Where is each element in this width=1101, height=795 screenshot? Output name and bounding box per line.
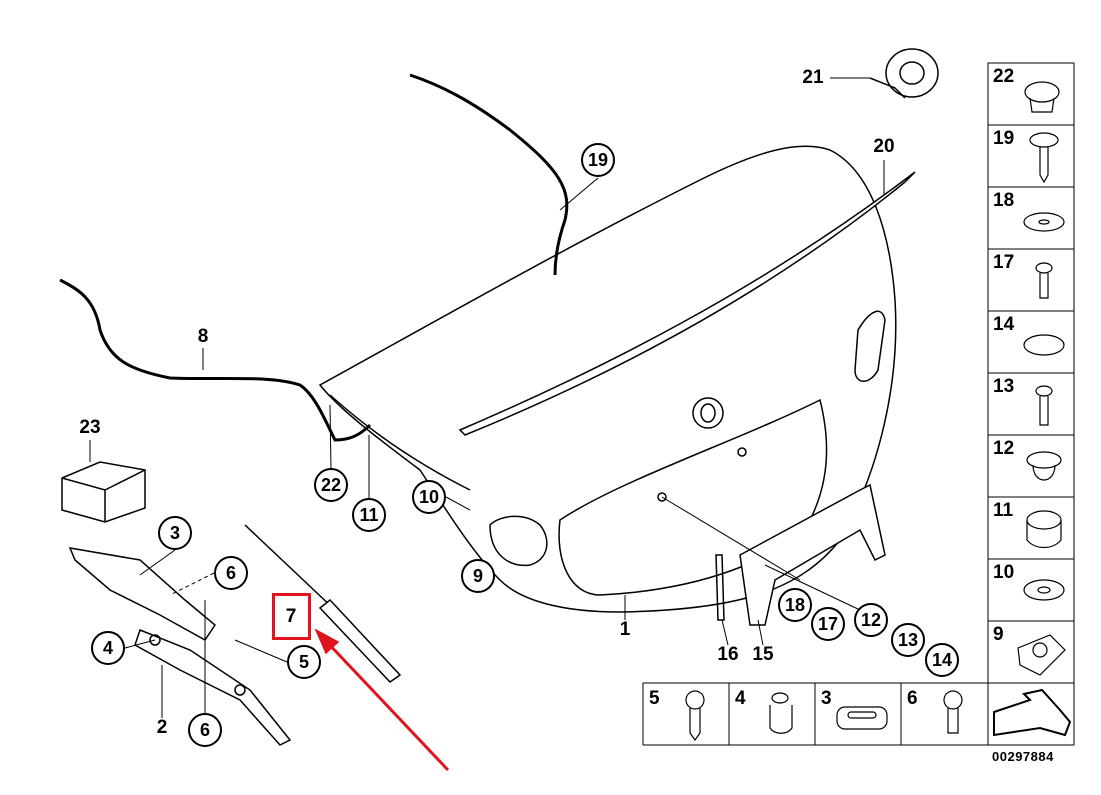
side-panel-part-number: 11: [993, 500, 1014, 521]
callout-circle: 4: [91, 631, 125, 665]
bottom-panel-part-number: 6: [907, 688, 918, 709]
trunk-lid-drawing: [318, 145, 916, 613]
leader-lines: [89, 77, 885, 718]
callout-circle: 3: [158, 516, 192, 550]
callout-circle: 17: [811, 607, 845, 641]
side-panel-part-number: 13: [993, 376, 1015, 397]
callout-circle: 6: [214, 556, 248, 590]
callout-circle: 9: [461, 559, 495, 593]
callout-circle: 18: [778, 588, 812, 622]
callout-circle: 22: [314, 468, 348, 502]
side-panel-part-icons: [685, 81, 1072, 742]
box-23-drawing: [61, 461, 146, 523]
callout-label: 8: [197, 326, 209, 347]
side-panel-part-number: 19: [993, 128, 1015, 149]
callout-label: 1: [619, 619, 631, 640]
side-panel-part-number: 10: [993, 562, 1015, 583]
callout-circle: 19: [581, 143, 615, 177]
highlight-box: [272, 593, 311, 640]
callout-label: 15: [752, 644, 774, 665]
side-panel-part-number: 17: [993, 252, 1015, 273]
side-panel-part-number: 22: [993, 66, 1015, 87]
callout-label: 23: [79, 417, 101, 438]
callout-circle: 14: [925, 643, 959, 677]
callout-label: 2: [156, 717, 168, 738]
callout-circle: 13: [891, 623, 925, 657]
callout-label: 16: [717, 644, 739, 665]
side-panel-part-number: 9: [993, 624, 1004, 645]
hinge-drawing: [68, 547, 292, 746]
bottom-panel-part-number: 5: [649, 688, 660, 709]
side-panel-part-number: 12: [993, 438, 1015, 459]
callout-label: 7: [285, 606, 297, 627]
bracket-15-drawing: [739, 483, 886, 626]
side-panel-part-number: 18: [993, 190, 1015, 211]
callout-label: 21: [802, 67, 824, 88]
callout-circle: 5: [287, 645, 321, 679]
diagram-code: 00297884: [992, 749, 1054, 764]
callout-label: 20: [873, 136, 895, 157]
highlight-arrow: [314, 628, 450, 772]
bottom-panel-part-number: 4: [735, 688, 746, 709]
callout-circle: 6: [188, 713, 222, 747]
side-panel-part-number: 14: [993, 314, 1015, 335]
callout-circle: 11: [352, 498, 386, 532]
callout-circle: 12: [854, 603, 888, 637]
tape-roll-21-drawing: [869, 48, 939, 99]
gas-strut-7-drawing: [244, 524, 402, 683]
callout-circle: 10: [412, 480, 446, 514]
cable-8-drawing: [59, 278, 372, 442]
rod-16-drawing: [715, 554, 725, 621]
side-panel-grid: [642, 62, 1075, 746]
cable-19-drawing: [409, 73, 569, 276]
bottom-panel-part-number: 3: [821, 688, 832, 709]
